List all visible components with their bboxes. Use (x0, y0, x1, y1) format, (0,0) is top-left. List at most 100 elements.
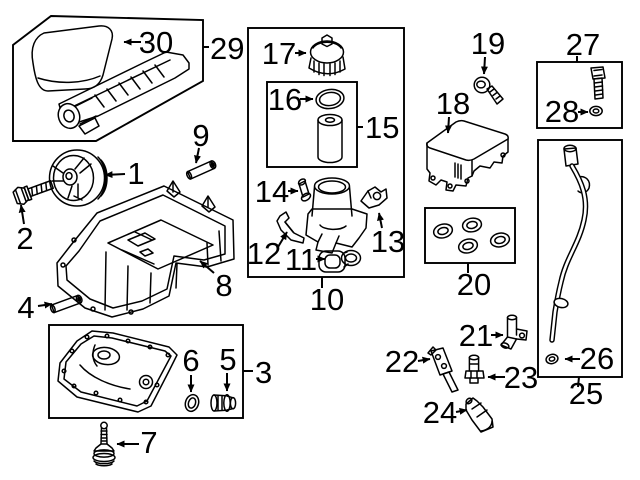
callout-13[interactable]: 13 (371, 212, 405, 259)
callout-17[interactable]: 17 (262, 36, 307, 71)
callout-5-label[interactable]: 5 (219, 342, 236, 377)
part-9-dowel-pin (185, 160, 217, 180)
callout-27[interactable]: 27 (566, 27, 600, 62)
callout-20[interactable]: 20 (457, 263, 491, 302)
part-13-bracket (360, 186, 388, 209)
callout-5[interactable]: 5 (219, 342, 237, 392)
callout-23-label[interactable]: 23 (504, 360, 538, 395)
callout-22-arrow (417, 356, 431, 364)
callout-18[interactable]: 18 (436, 86, 470, 134)
part-22-level-sensor (427, 346, 459, 393)
callout-9-arrow (194, 147, 201, 164)
callout-22-label[interactable]: 22 (385, 344, 419, 379)
part-27-bolt (590, 66, 606, 100)
part-7-drain-valve (92, 421, 116, 467)
callout-3-label[interactable]: 3 (255, 355, 272, 390)
callout-2[interactable]: 2 (16, 204, 34, 256)
part-oil-filter-housing (305, 177, 368, 254)
part-20-seal-set (432, 217, 511, 254)
part-28-washer (589, 105, 603, 117)
callout-29[interactable]: 29 (203, 31, 244, 66)
group-box-27-outline (536, 61, 623, 129)
callout-1-arrow (104, 171, 126, 179)
part-29-ribbed-cover (57, 51, 190, 135)
callout-1[interactable]: 1 (104, 156, 145, 191)
callout-11-label[interactable]: 11 (285, 242, 317, 277)
callout-13-label[interactable]: 13 (371, 224, 405, 259)
callout-8-arrow (199, 260, 215, 274)
callout-12-label[interactable]: 12 (247, 236, 281, 271)
group-box-10-outline (247, 27, 405, 278)
callout-21-label[interactable]: 21 (459, 318, 493, 353)
callout-1-label[interactable]: 1 (127, 156, 144, 191)
callout-26[interactable]: 26 (564, 341, 614, 376)
callout-17-label[interactable]: 17 (262, 36, 296, 71)
part-12-bracket (276, 211, 305, 244)
callout-28-label[interactable]: 28 (545, 94, 579, 129)
callout-30-label[interactable]: 30 (139, 25, 173, 60)
part-17-filter-cap (308, 34, 346, 77)
callout-15[interactable]: 15 (357, 110, 399, 145)
callout-22[interactable]: 22 (385, 344, 431, 379)
part-30-engine-cover (31, 25, 114, 92)
part-26-o-ring (545, 353, 559, 365)
part-25-dipstick (549, 144, 591, 343)
part-1-pulley (48, 149, 108, 207)
callout-10-label[interactable]: 10 (310, 282, 344, 317)
group-box-29-outline (12, 15, 204, 142)
callout-24-arrow (455, 407, 468, 415)
callout-15-label[interactable]: 15 (365, 110, 399, 145)
callout-24-label[interactable]: 24 (423, 395, 457, 430)
callout-25[interactable]: 25 (569, 376, 603, 411)
callout-12-arrow (277, 231, 288, 248)
group-box-20-outline (424, 207, 516, 264)
part-5-drain-plug (210, 394, 237, 412)
part-14-stud (297, 178, 312, 202)
callout-11[interactable]: 11 (285, 242, 326, 277)
callout-4-label[interactable]: 4 (17, 290, 34, 325)
callout-14[interactable]: 14 (255, 174, 299, 209)
part-21-oil-nozzle (500, 314, 528, 350)
callout-7-label[interactable]: 7 (140, 425, 157, 460)
callout-9-label[interactable]: 9 (192, 118, 209, 153)
callout-6-label[interactable]: 6 (182, 343, 199, 378)
group-box-25-outline (537, 139, 623, 378)
callout-8[interactable]: 8 (199, 260, 233, 303)
callout-8-label[interactable]: 8 (215, 268, 232, 303)
callout-3[interactable]: 3 (243, 355, 272, 390)
callout-4[interactable]: 4 (17, 290, 53, 325)
callout-10[interactable]: 10 (310, 277, 344, 317)
callout-28[interactable]: 28 (545, 94, 589, 129)
callout-23[interactable]: 23 (487, 360, 538, 395)
group-box-15-outline (266, 81, 358, 168)
callout-18-label[interactable]: 18 (436, 86, 470, 121)
callout-27-label[interactable]: 27 (566, 27, 600, 62)
callout-19-label[interactable]: 19 (471, 26, 505, 61)
callout-2-label[interactable]: 2 (16, 221, 33, 256)
callout-20-label[interactable]: 20 (457, 267, 491, 302)
callout-19-arrow (480, 56, 488, 75)
part-23-switch (464, 354, 485, 384)
part-2-bolt (12, 179, 54, 205)
callout-16-label[interactable]: 16 (268, 82, 302, 117)
part-8-oil-pan (56, 180, 235, 318)
callout-7[interactable]: 7 (116, 425, 158, 460)
callout-19[interactable]: 19 (471, 26, 505, 75)
callout-14-label[interactable]: 14 (255, 174, 289, 209)
callout-30[interactable]: 30 (123, 25, 173, 60)
callout-24[interactable]: 24 (423, 395, 468, 430)
part-19-bolt (473, 76, 504, 105)
part-15-filter-element (317, 113, 343, 164)
callout-25-tick (577, 376, 580, 388)
callout-16[interactable]: 16 (268, 82, 314, 117)
callout-26-label[interactable]: 26 (580, 341, 614, 376)
callout-6[interactable]: 6 (182, 343, 200, 393)
callout-12[interactable]: 12 (247, 231, 288, 271)
callout-25-label[interactable]: 25 (569, 376, 603, 411)
callout-29-label[interactable]: 29 (210, 31, 244, 66)
callout-13-arrow (377, 212, 384, 229)
part-18-baffle-cover (426, 119, 509, 192)
callout-9[interactable]: 9 (192, 118, 210, 164)
callout-21[interactable]: 21 (459, 318, 504, 353)
